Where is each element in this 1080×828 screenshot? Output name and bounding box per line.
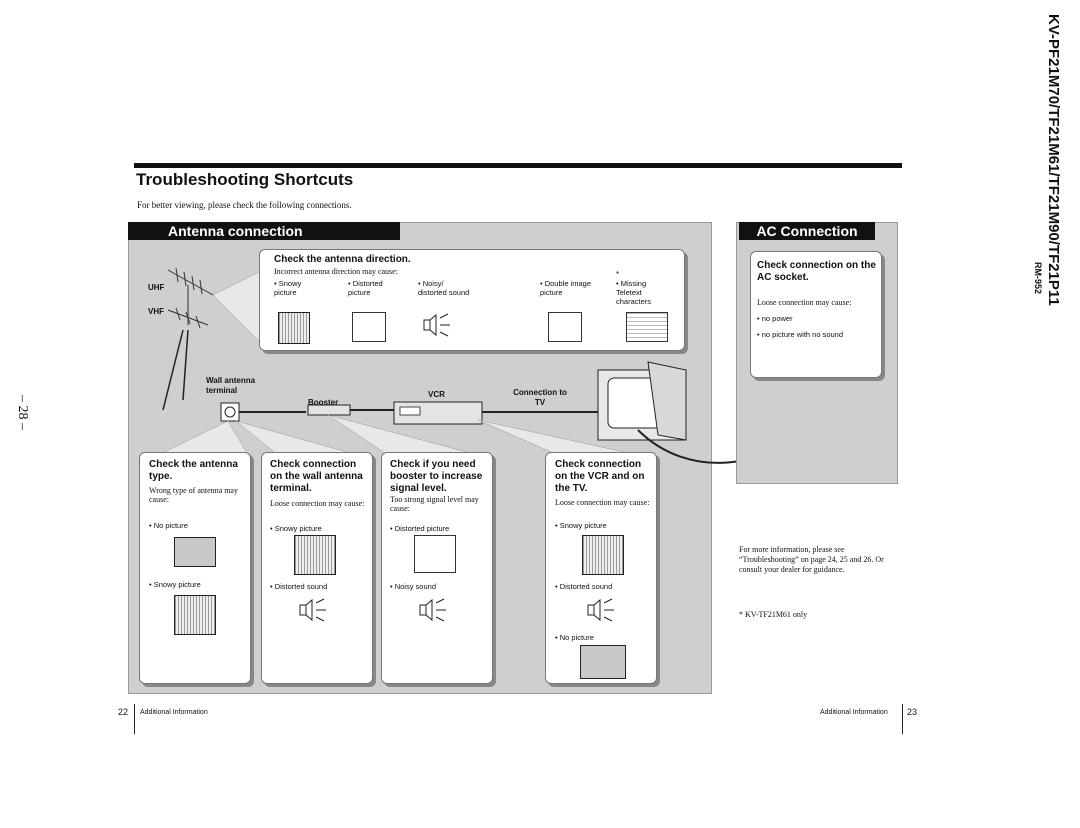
antenna-type-bullet-1: No picture <box>149 521 188 530</box>
distorted-picture-icon <box>414 535 456 573</box>
antenna-direction-title: Check the antenna direction. <box>274 254 411 265</box>
distorted-picture-icon <box>352 312 386 342</box>
side-model-code: RM-952 <box>1033 262 1043 295</box>
vcr-tv-title: Check connection on the VCR and on the T… <box>555 459 645 494</box>
symptom-distorted: Distorted picture <box>348 279 400 297</box>
ac-socket-card: Check connection on the AC socket. Loose… <box>750 251 882 378</box>
footer-left-page-number: 22 <box>118 707 129 717</box>
symptom-noisy-sound: Noisy/ distorted sound <box>418 279 470 297</box>
no-picture-icon <box>174 537 216 567</box>
title-rule <box>134 163 902 168</box>
symptom-missing-teletext: Missing Teletext characters <box>616 279 672 306</box>
antenna-type-title: Check the antenna type. <box>149 459 238 482</box>
snowy-picture-icon <box>294 535 336 575</box>
booster-bullet-2: Noisy sound <box>390 582 436 591</box>
antenna-direction-subtitle: Incorrect antenna direction may cause: <box>274 267 398 276</box>
ac-bullet-1: no power <box>757 314 793 323</box>
vcr-label: VCR <box>428 390 445 399</box>
connection-diagram <box>157 267 851 464</box>
snowy-picture-icon <box>582 535 624 575</box>
no-picture-icon <box>580 645 626 679</box>
booster-label: Booster <box>308 398 339 407</box>
booster-card: Check if you need booster to increase si… <box>381 452 493 684</box>
footer-right-section: Additional Information <box>820 709 888 716</box>
connection-to-tv-label: Connection to TV <box>513 388 567 407</box>
tv-icon <box>597 361 687 441</box>
footer-left-section: Additional Information <box>140 709 208 716</box>
vhf-label: VHF <box>148 307 164 316</box>
ac-bullet-2: no picture with no sound <box>757 330 843 339</box>
vcr-tv-bullet-1: Snowy picture <box>555 521 607 530</box>
snowy-picture-icon <box>278 312 310 344</box>
ac-header: AC Connection <box>739 222 875 240</box>
vcr-tv-cause: Loose connection may cause: <box>555 498 650 507</box>
noisy-sound-icon <box>419 598 446 622</box>
symptom-snowy: Snowy picture <box>274 279 324 297</box>
vcr-tv-card: Check connection on the VCR and on the T… <box>545 452 657 684</box>
uhf-label: UHF <box>148 283 165 292</box>
wall-terminal-bullet-2: Distorted sound <box>270 582 328 591</box>
antenna-header: Antenna connection <box>128 222 400 240</box>
footer-right-page-number: 23 <box>907 707 918 717</box>
footnote: * KV-TF21M61 only <box>739 610 808 619</box>
antenna-type-card: Check the antenna type. Wrong type of an… <box>139 452 251 684</box>
page-intro: For better viewing, please check the fol… <box>137 200 352 210</box>
vcr-tv-bullet-3: No picture <box>555 633 594 642</box>
antenna-direction-card: Check the antenna direction. Incorrect a… <box>259 249 685 351</box>
wall-terminal-card: Check connection on the wall antenna ter… <box>261 452 373 684</box>
wall-terminal-bullet-1: Snowy picture <box>270 524 322 533</box>
booster-card-cause: Too strong signal level may cause: <box>390 495 479 513</box>
ac-socket-title: Check connection on the AC socket. <box>757 260 876 283</box>
footer-right-divider <box>902 704 903 734</box>
vcr-tv-bullet-2: Distorted sound <box>555 582 613 591</box>
snowy-picture-icon <box>174 595 216 635</box>
ac-socket-cause: Loose connection may cause: <box>757 298 852 307</box>
footer-left-divider <box>134 704 135 734</box>
asterisk-mark: * <box>616 270 620 279</box>
antenna-type-cause: Wrong type of antenna may cause: <box>149 486 238 504</box>
noisy-speaker-icon <box>423 313 450 337</box>
booster-bullet-1: Distorted picture <box>390 524 450 533</box>
side-model-title: KV-PF21M70/TF21M61/TF21M90/TF21P11 <box>1045 14 1062 306</box>
wall-terminal-title: Check connection on the wall antenna ter… <box>270 459 363 494</box>
double-image-icon <box>548 312 582 342</box>
wall-terminal-label: Wall antenna terminal <box>206 376 256 395</box>
booster-card-title: Check if you need booster to increase si… <box>390 459 483 494</box>
page-title: Troubleshooting Shortcuts <box>136 170 354 189</box>
more-info-note: For more information, please see “Troubl… <box>739 545 884 574</box>
antenna-icon <box>167 267 214 329</box>
wall-terminal-icon <box>220 402 240 422</box>
side-page-number: – 28 – <box>15 395 30 430</box>
wall-terminal-cause: Loose connection may cause: <box>270 499 365 508</box>
distorted-sound-icon <box>299 598 326 622</box>
teletext-icon <box>626 312 668 342</box>
antenna-type-bullet-2: Snowy picture <box>149 580 201 589</box>
distorted-sound-icon <box>587 598 614 622</box>
symptom-double-image: Double image picture <box>540 279 610 297</box>
